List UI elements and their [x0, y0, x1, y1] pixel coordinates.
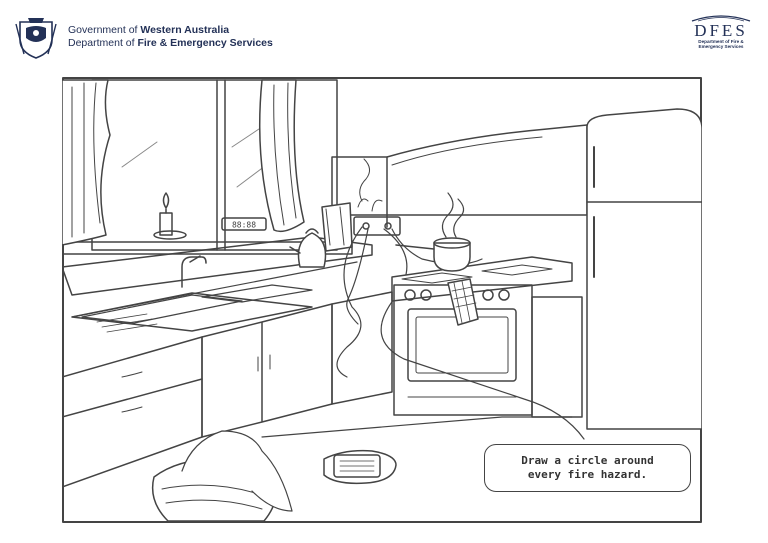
- clock-radio-icon: 88:88: [221, 217, 267, 231]
- clock-display: 88:88: [232, 221, 256, 230]
- smoke-icon: [359, 158, 465, 238]
- government-text: Government of Western Australia Departme…: [68, 24, 273, 49]
- blender-icon: [321, 202, 353, 252]
- cabinets-icon: [62, 291, 583, 488]
- curtain-icon: [62, 79, 305, 246]
- swoosh-icon: [691, 15, 751, 22]
- laundry-basket-icon: [151, 430, 293, 522]
- dfes-wordmark: DFES: [694, 21, 748, 40]
- tap-icon: [181, 255, 207, 288]
- kettle-icon: [289, 228, 327, 268]
- fridge-icon: [586, 108, 702, 430]
- candle-icon: [153, 192, 187, 240]
- government-header: Government of Western Australia Departme…: [12, 14, 273, 60]
- instruction-callout: Draw a circle around every fire hazard.: [484, 444, 691, 492]
- instruction-line-1: Draw a circle around: [521, 454, 654, 467]
- heater-icon: [323, 449, 397, 485]
- instruction-line-2: every fire hazard.: [527, 468, 648, 481]
- floor-line: [261, 416, 573, 438]
- benchtop-icon: [62, 236, 373, 498]
- saucepan-icon: [395, 237, 471, 272]
- dfes-subtitle-2: Emergency Services: [698, 44, 744, 49]
- tea-towel-icon: [447, 278, 479, 326]
- dfes-subtitle-1: Department of Fire &: [698, 39, 744, 44]
- power-outlet-icon: [353, 198, 401, 236]
- dfes-logo: DFES Department of Fire & Emergency Serv…: [686, 14, 756, 60]
- range-hood-icon: [331, 124, 588, 228]
- stove-icon: [391, 256, 573, 416]
- kitchen-illustration: 88:88: [62, 77, 702, 523]
- wa-crest-icon: [15, 18, 57, 59]
